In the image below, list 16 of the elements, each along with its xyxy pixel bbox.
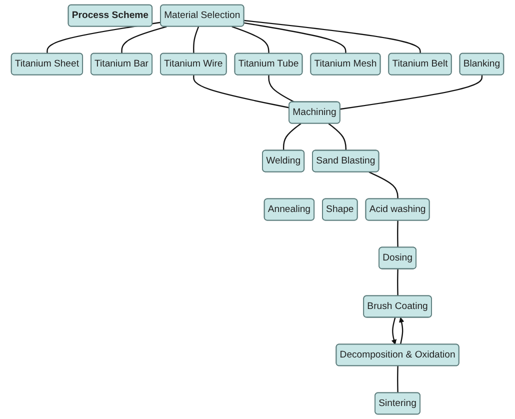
connector (193, 26, 200, 54)
arrow (391, 317, 396, 345)
connector (232, 26, 270, 54)
connector (328, 123, 347, 151)
arrow (399, 317, 404, 345)
connector (397, 366, 398, 393)
connector (193, 75, 290, 108)
connector (282, 123, 302, 151)
connector (397, 220, 398, 248)
connector (121, 26, 167, 54)
connector (268, 75, 295, 103)
connector (244, 20, 421, 54)
connector (244, 22, 346, 54)
connector (368, 172, 398, 200)
connector (397, 269, 398, 296)
connector (340, 75, 483, 110)
